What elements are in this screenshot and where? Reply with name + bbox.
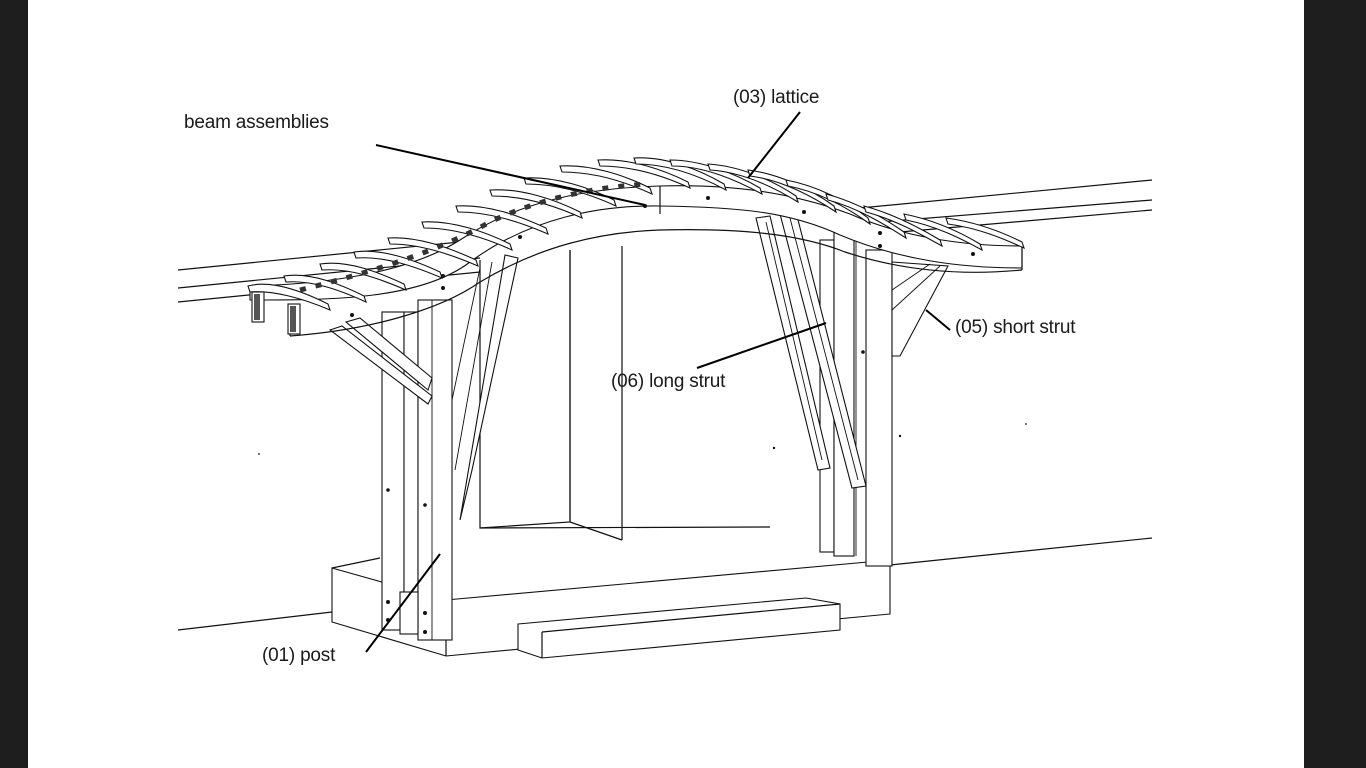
right-short-strut xyxy=(891,261,949,357)
label-beam-assemblies: beam assemblies xyxy=(184,112,329,133)
label-long-strut: (06) long strut xyxy=(611,371,726,392)
drawing-page: beam assemblies (03) lattice (05) short … xyxy=(28,0,1304,768)
lattice-slats xyxy=(247,157,1025,311)
label-lattice: (03) lattice xyxy=(733,87,820,108)
label-post: (01) post xyxy=(262,645,336,666)
right-post-assembly xyxy=(819,231,893,567)
right-long-struts xyxy=(755,211,867,489)
leader-lines xyxy=(365,111,951,653)
stray-marks xyxy=(258,423,1027,455)
base-platform xyxy=(331,557,891,659)
arbor-drawing xyxy=(177,111,1153,659)
left-struts xyxy=(328,254,519,521)
doorway xyxy=(479,246,771,541)
label-short-strut: (05) short strut xyxy=(955,317,1076,338)
